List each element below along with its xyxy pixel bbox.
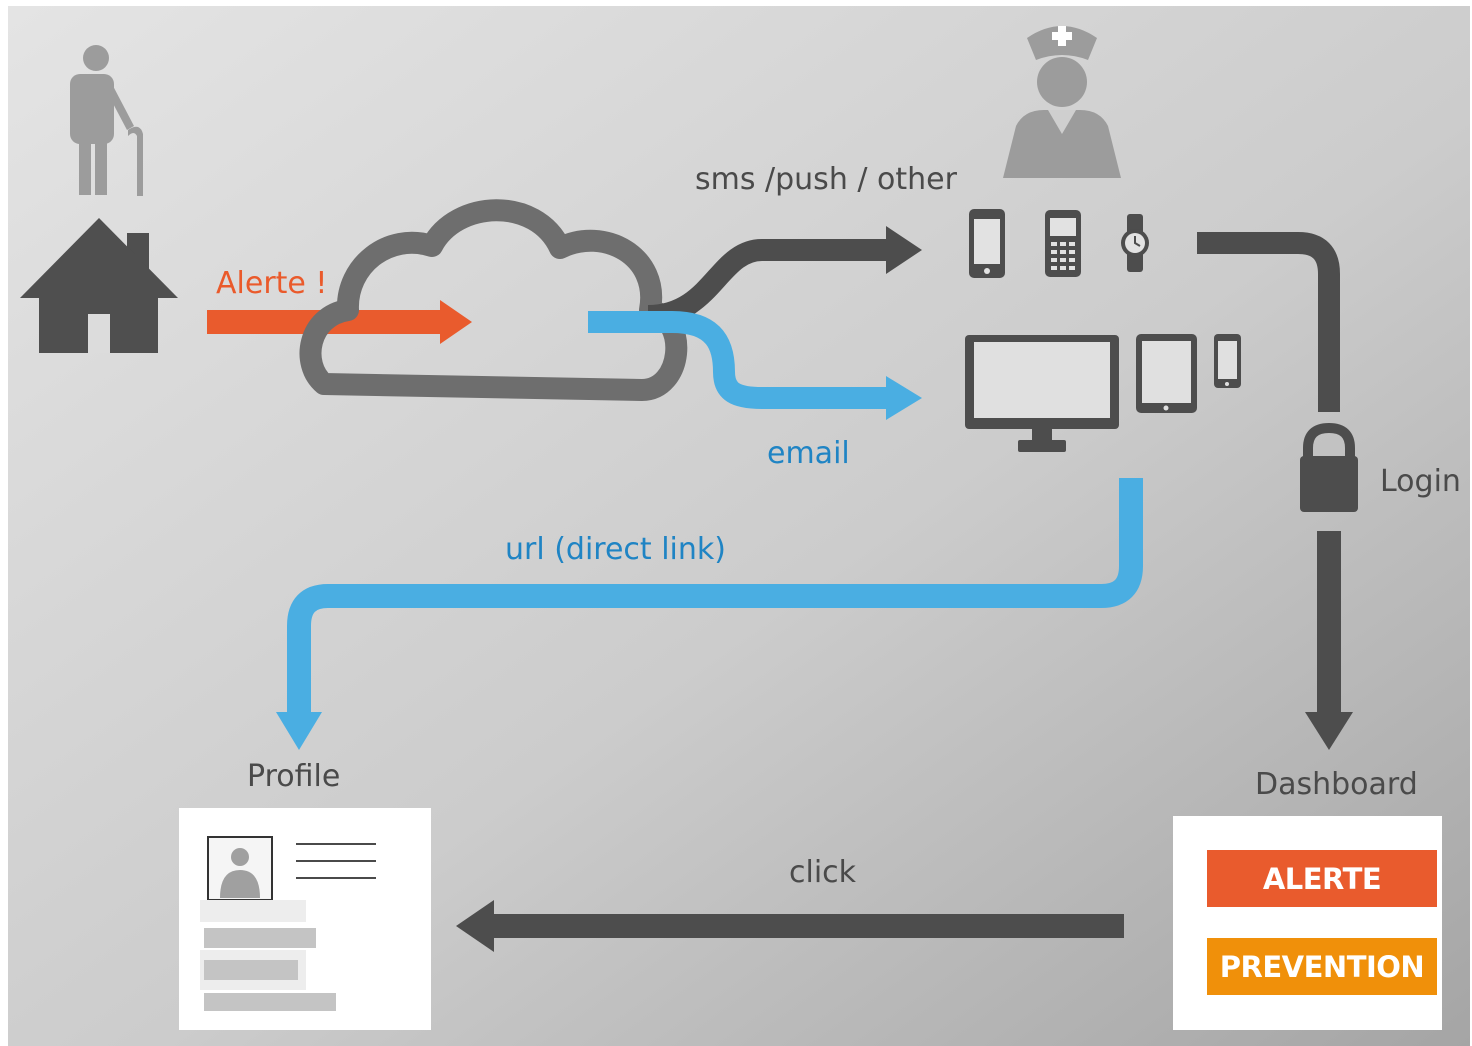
dashboard-card bbox=[1173, 816, 1442, 1030]
small-phone-icon bbox=[1214, 334, 1241, 388]
smartphone-icon bbox=[969, 209, 1005, 278]
dashboard-arrow-head bbox=[1305, 712, 1353, 750]
url-direct-link-label: url (direct link) bbox=[505, 532, 726, 567]
watch-icon bbox=[1121, 214, 1149, 272]
elderly-person-icon bbox=[70, 45, 143, 196]
url-arrow-line bbox=[287, 478, 1143, 718]
sms-arrow-head bbox=[886, 226, 922, 274]
click-arrow-head bbox=[456, 900, 494, 952]
alerte-button[interactable]: ALERTE bbox=[1207, 850, 1437, 907]
avatar-icon bbox=[220, 848, 260, 898]
tablet-icon bbox=[1136, 334, 1197, 413]
dashboard-label: Dashboard bbox=[1255, 767, 1418, 802]
profile-card bbox=[179, 808, 431, 1030]
lock-icon bbox=[1300, 422, 1358, 512]
nurse-icon bbox=[1003, 26, 1121, 178]
click-label: click bbox=[789, 855, 857, 890]
alert-label: Alerte ! bbox=[216, 266, 328, 301]
email-arrow-line bbox=[588, 311, 890, 409]
email-label: email bbox=[767, 436, 850, 471]
sms-push-other-label: sms /push / other bbox=[695, 162, 957, 197]
login-arrow-line bbox=[1197, 232, 1340, 412]
monitor-icon bbox=[965, 335, 1119, 452]
url-arrow-head bbox=[276, 712, 322, 750]
profile-label: Profile bbox=[247, 759, 341, 794]
mobile-phone-icon bbox=[1045, 210, 1081, 277]
click-arrow-line bbox=[490, 914, 1124, 938]
login-label: Login bbox=[1380, 464, 1461, 499]
dashboard-arrow-line bbox=[1317, 531, 1341, 717]
house-icon bbox=[20, 218, 178, 353]
email-arrow-head bbox=[886, 376, 922, 420]
prevention-button[interactable]: PREVENTION bbox=[1207, 938, 1437, 995]
